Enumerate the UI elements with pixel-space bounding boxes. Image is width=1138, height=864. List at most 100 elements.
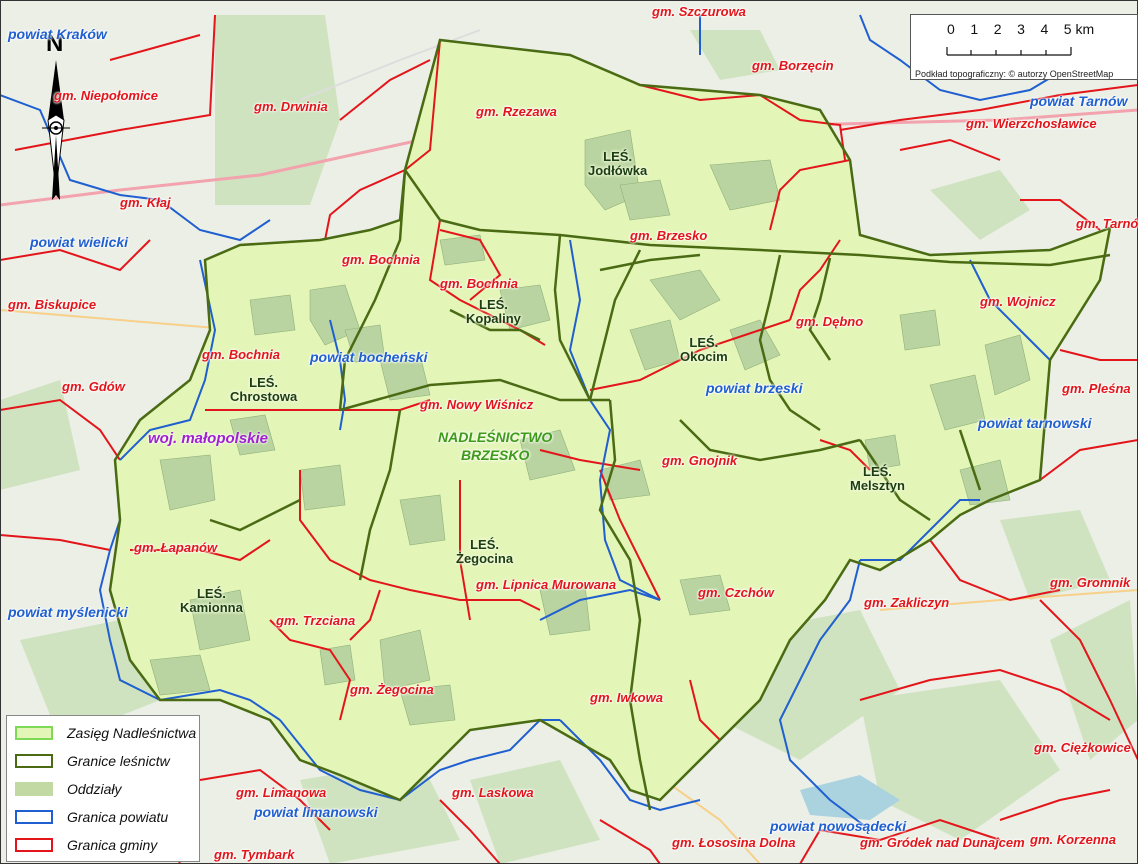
gmina-label: gm. Laskowa — [452, 785, 534, 800]
gmina-label: gm. Wojnicz — [980, 294, 1056, 309]
legend-label: Granice leśnictw — [67, 753, 170, 769]
lesnictwo-label-jodlowka: LEŚ. Jodłówka — [588, 150, 647, 178]
lesnictwo-name: Kopaliny — [466, 311, 521, 326]
north-arrow-label: N — [46, 30, 64, 57]
lesnictwo-name: Żegocina — [456, 551, 514, 566]
lesnictwo-label-melsztyn: LEŚ. Melsztyn — [850, 465, 905, 493]
legend-label: Granica powiatu — [67, 809, 169, 825]
gmina-label: gm. Nowy Wiśnicz — [420, 397, 534, 412]
commune-border-swatch — [15, 838, 53, 852]
gmina-label: gm. Łososina Dolna — [672, 835, 796, 850]
scale-ticks: 0 1 2 3 4 5 km — [947, 21, 1094, 37]
gmina-label: gm. Tarnów — [1076, 216, 1138, 231]
forest-district-outline — [108, 38, 1112, 802]
gmina-label: gm. Dębno — [796, 314, 864, 329]
gmina-label: gm. Gdów — [62, 379, 125, 394]
gmina-label: gm. Brzesko — [630, 228, 708, 243]
forestry-borders — [209, 169, 1111, 811]
gmina-label: gm. Gromnik — [1050, 575, 1131, 590]
lesnictwo-label-okocim: LEŚ. Okocim — [680, 336, 728, 364]
powiat-label: powiat tarnowski — [978, 415, 1092, 431]
scale-tick-0: 0 — [947, 21, 955, 37]
region-label: woj. małopolskie — [148, 430, 269, 447]
gmina-label: gm. Bochnia — [440, 276, 519, 291]
nadlesnictwo-label: NADLEŚNICTWO BRZESKO — [438, 428, 552, 464]
powiat-label: powiat myślenicki — [8, 604, 128, 620]
scale-tick-3: 3 — [1017, 21, 1025, 37]
lake — [800, 775, 900, 820]
gmina-label: gm. Łapanów — [134, 540, 218, 555]
scale-tick-1: 1 — [970, 21, 979, 37]
north-arrow-icon — [42, 60, 70, 200]
nadlesnictwo-line2: BRZESKO — [460, 447, 530, 463]
lesnictwo-prefix: LEŚ. — [470, 537, 499, 552]
lesnictwo-prefix: LEŚ. — [479, 297, 508, 312]
legend-item-range: Zasięg Nadleśnictwa — [15, 724, 196, 742]
gmina-label: gm. Czchów — [698, 585, 774, 600]
gmina-label: gm. Trzciana — [276, 613, 356, 628]
legend-label: Oddziały — [67, 781, 122, 797]
lesnictwo-label-zegocina: LEŚ. Żegocina — [456, 538, 513, 566]
forest-district-swatch — [15, 754, 53, 768]
gmina-label: gm. Szczurowa — [652, 4, 746, 19]
commune-borders — [0, 14, 1138, 864]
lesnictwo-name: Chrostowa — [230, 389, 298, 404]
legend-item-forest-borders: Granice leśnictw — [15, 752, 170, 770]
powiat-label: powiat bocheński — [310, 349, 428, 365]
scale-tick-5: 5 km — [1063, 21, 1095, 37]
background-forest-patches — [0, 15, 1138, 864]
lesnictwo-label-chrostowa: LEŚ. Chrostowa — [230, 376, 297, 404]
gmina-label: gm. Kłaj — [120, 195, 171, 210]
gmina-label: gm. Borzęcin — [752, 58, 834, 73]
lesnictwo-name: Melsztyn — [850, 478, 905, 493]
powiat-label: powiat brzeski — [706, 380, 803, 396]
gmina-label: gm. Bochnia — [202, 347, 281, 362]
gmina-label: gm. Drwinia — [254, 99, 328, 114]
lesnictwo-prefix: LEŚ. — [196, 586, 226, 601]
lesnictwo-name: Okocim — [680, 349, 728, 364]
lesnictwo-label-kamionna: LEŚ. Kamionna — [180, 587, 243, 615]
legend-item-county-border: Granica powiatu — [15, 808, 168, 826]
scale-tick-2: 2 — [993, 21, 1002, 37]
lesnictwo-prefix: LEŚ. — [249, 375, 279, 390]
lesnictwo-prefix: LEŚ. — [603, 149, 633, 164]
gmina-label: gm. Pleśna — [1062, 381, 1131, 396]
legend: Zasięg Nadleśnictwa Granice leśnictw Odd… — [6, 715, 200, 862]
gmina-label: gm. Bochnia — [342, 252, 421, 267]
powiat-label: powiat wielicki — [30, 234, 129, 250]
powiat-label: powiat Kraków — [8, 26, 107, 42]
gmina-label: gm. Lipnica Murowana — [476, 577, 617, 592]
lesnictwo-label-kopaliny: LEŚ. Kopaliny — [466, 298, 521, 326]
powiat-label: powiat Tarnów — [1030, 93, 1128, 109]
lesnictwo-name: Kamionna — [180, 600, 243, 615]
gmina-label: gm. Gródek nad Dunajcem — [860, 835, 1025, 850]
compartment-swatch — [15, 782, 53, 796]
powiat-label: powiat nowosądecki — [770, 818, 907, 834]
gmina-label: gm. Ciężkowice — [1034, 740, 1131, 755]
compartments — [149, 129, 1031, 726]
gmina-label: gm. Biskupice — [8, 297, 97, 312]
lesnictwo-prefix: LEŚ. — [689, 335, 719, 350]
legend-label: Granica gminy — [67, 837, 158, 853]
gmina-label: gm. Niepołomice — [54, 88, 159, 103]
lesnictwo-prefix: LEŚ. — [863, 464, 892, 479]
nadlesnictwo-line1: NADLEŚNICTWO — [438, 429, 553, 445]
range-swatch — [15, 726, 53, 740]
lesnictwo-name: Jodłówka — [588, 163, 648, 178]
map-credit: Podkład topograficzny: © autorzy OpenStr… — [915, 69, 1114, 79]
gmina-label: gm. Korzenna — [1030, 832, 1116, 847]
powiat-label: powiat limanowski — [254, 804, 378, 820]
gmina-label: gm. Zakliczyn — [864, 595, 950, 610]
gmina-label: gm. Limanowa — [236, 785, 327, 800]
county-border-swatch — [15, 810, 53, 824]
gmina-label: gm. Gnojnik — [662, 453, 738, 468]
gmina-label: gm. Rzezawa — [476, 104, 557, 119]
gmina-label: gm. Żegocina — [350, 682, 434, 697]
scale-bar: 0 1 2 3 4 5 km Podkład topograficzny: © … — [910, 14, 1138, 80]
gmina-label: gm. Tymbark — [214, 847, 295, 862]
gmina-label: gm. Iwkowa — [590, 690, 663, 705]
legend-item-compartments: Oddziały — [15, 780, 121, 798]
gmina-label: gm. Wierzchosławice — [966, 116, 1097, 131]
scale-tick-4: 4 — [1040, 21, 1049, 37]
